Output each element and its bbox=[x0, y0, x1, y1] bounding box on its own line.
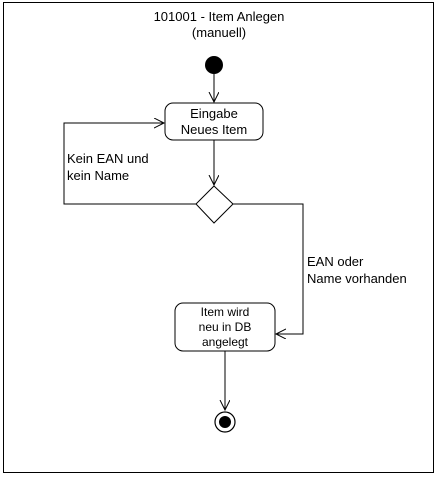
action-create-item: Item wird neu in DB angelegt bbox=[174, 302, 276, 352]
initial-node bbox=[205, 56, 223, 74]
create-guard-label: EAN oder bbox=[307, 254, 364, 269]
action-label-line: Eingabe bbox=[190, 106, 238, 121]
action-label-line: Item wird bbox=[201, 305, 250, 319]
edge-decision-to-create bbox=[233, 203, 304, 334]
action-label-line: Neues Item bbox=[181, 122, 247, 137]
loop-guard-label: Kein EAN und bbox=[67, 151, 149, 166]
final-node-dot bbox=[219, 416, 231, 428]
diagram-title: 101001 - Item Anlegen bbox=[154, 9, 285, 24]
edge-decision-loop-to-input bbox=[63, 123, 196, 205]
diagram-frame bbox=[3, 2, 434, 473]
decision-node bbox=[195, 185, 234, 224]
action-label-line: angelegt bbox=[202, 335, 249, 349]
loop-guard-label: kein Name bbox=[67, 168, 129, 183]
create-guard-label: Name vorhanden bbox=[307, 271, 407, 286]
diagram-subtitle: (manuell) bbox=[192, 25, 246, 40]
action-label-line: neu in DB bbox=[199, 320, 252, 334]
final-node bbox=[214, 411, 236, 433]
action-input-item: Eingabe Neues Item bbox=[164, 102, 264, 141]
